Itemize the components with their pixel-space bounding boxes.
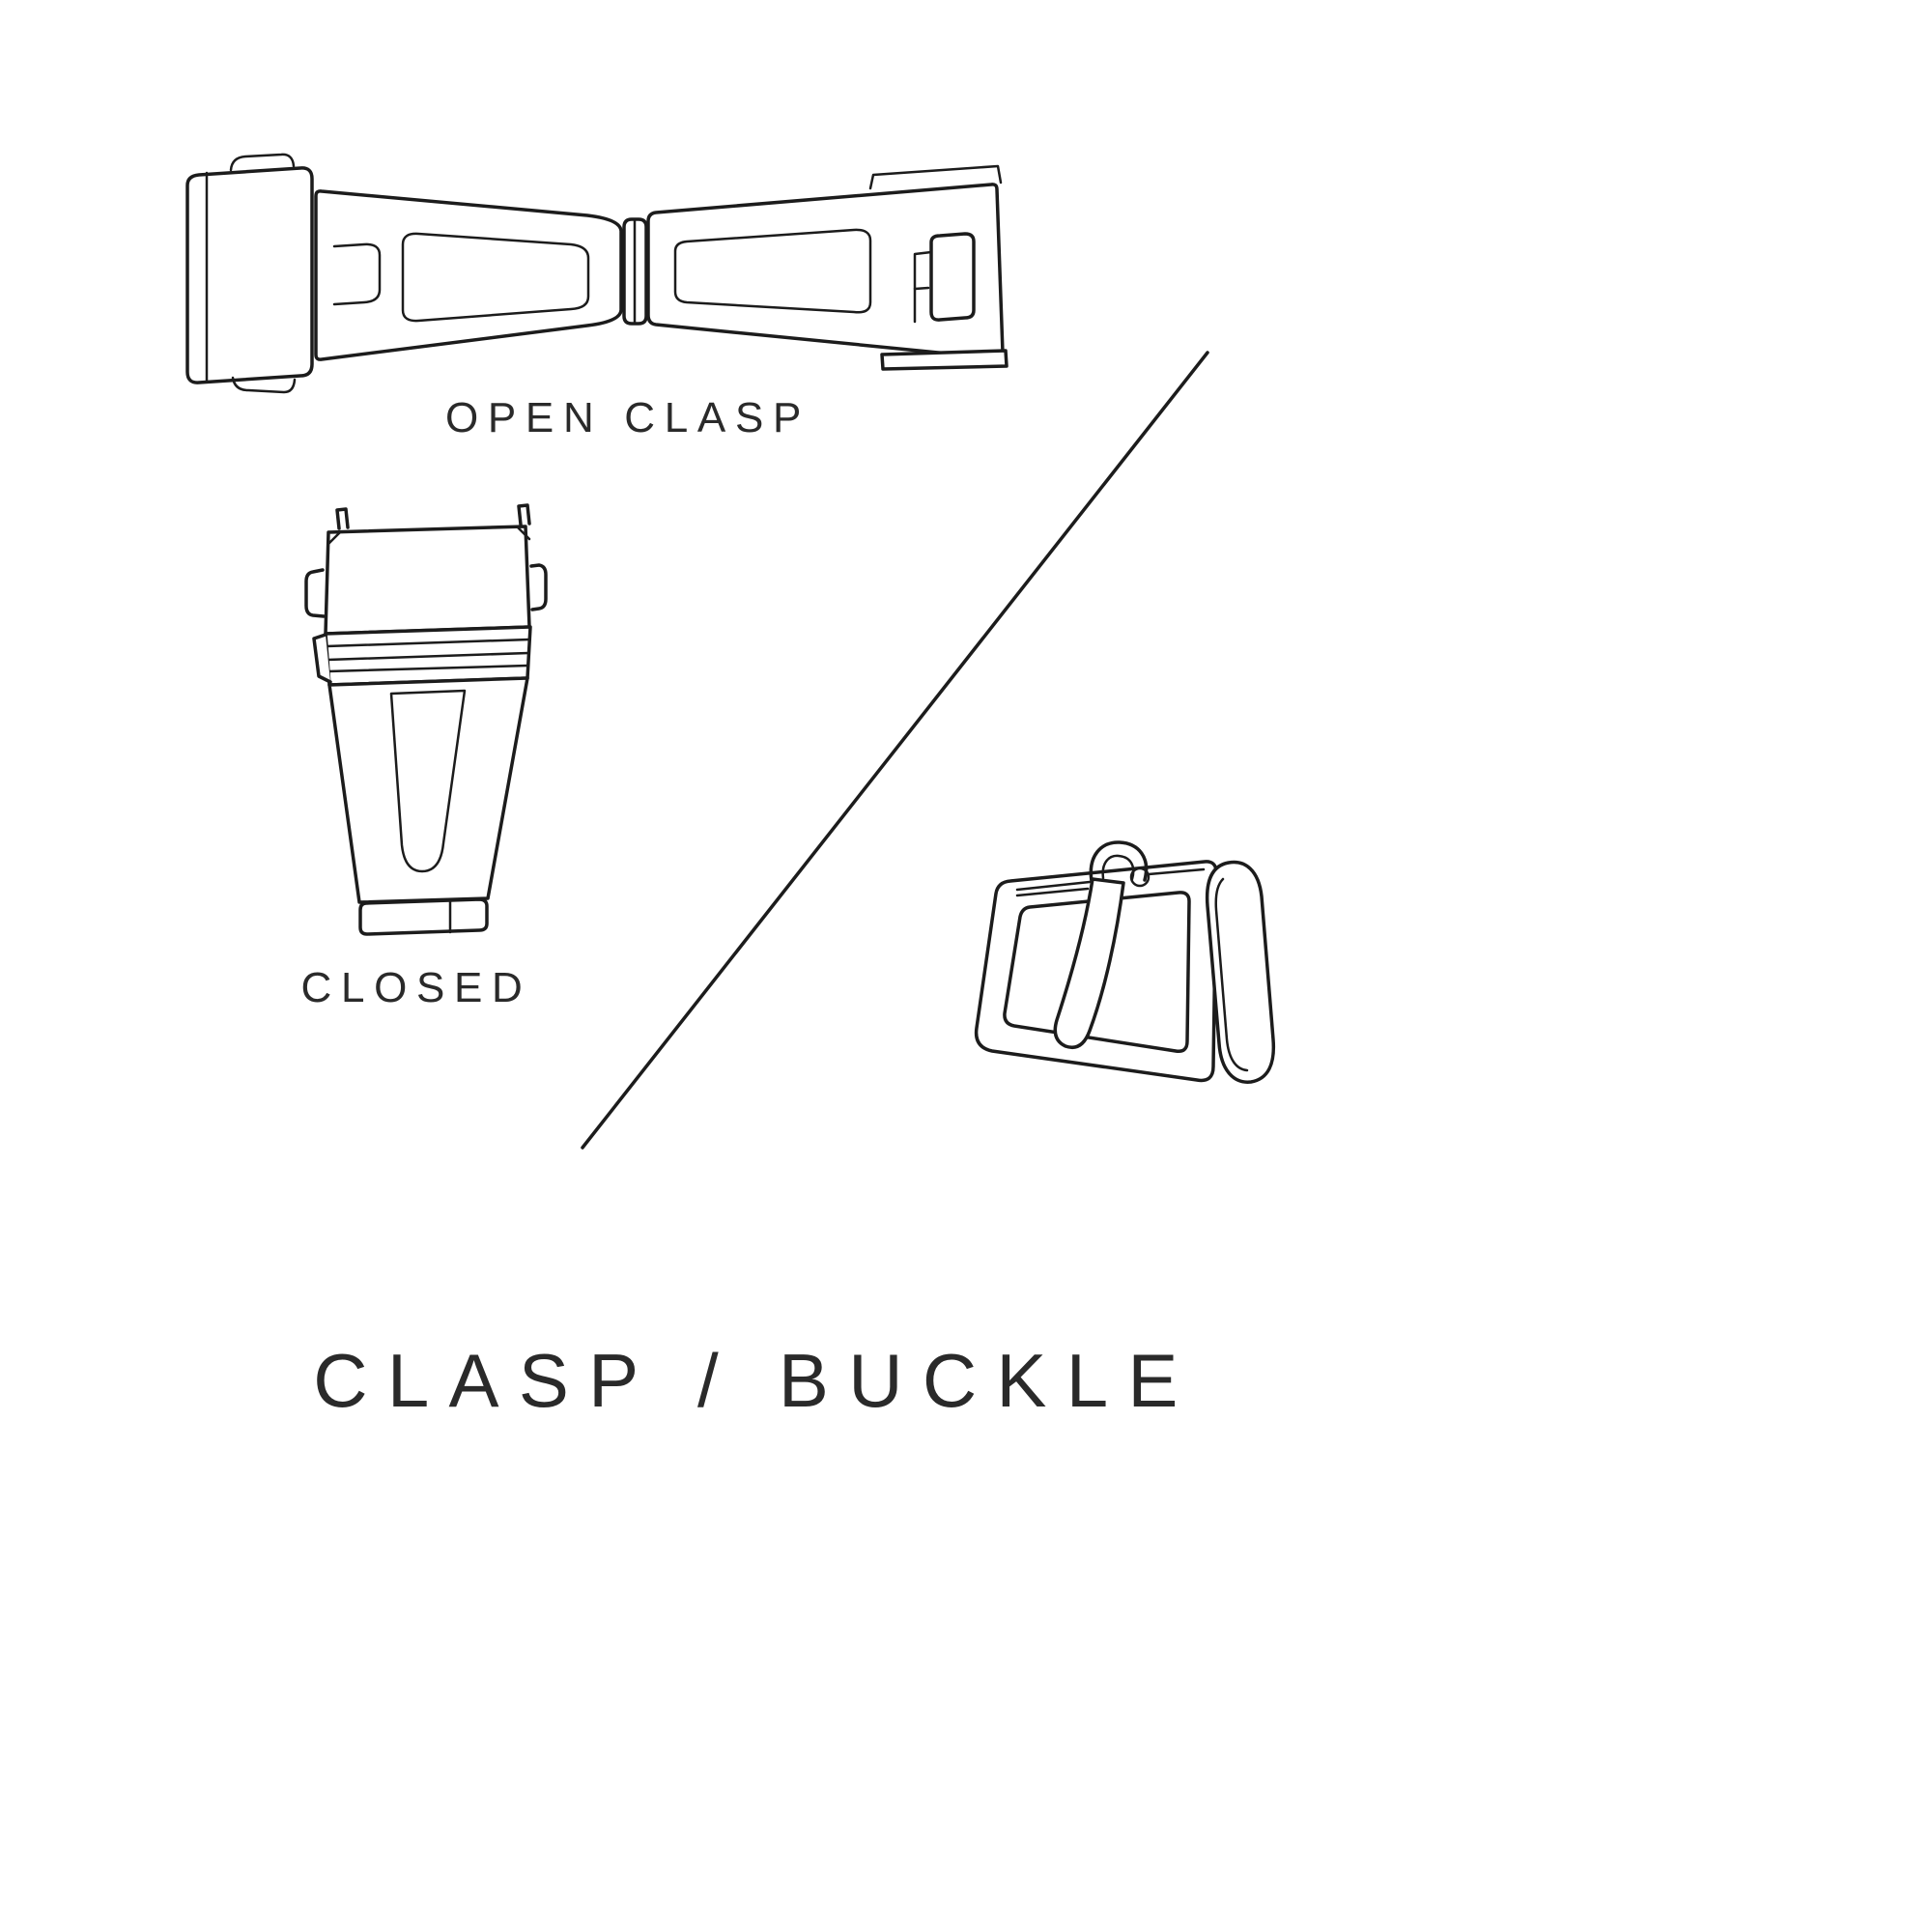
- open-clasp-label: OPEN CLASP: [444, 394, 810, 441]
- divider-line: [581, 351, 1209, 1150]
- open-clasp-illustration: [185, 153, 1009, 394]
- page-title: CLASP / BUCKLE: [313, 1338, 1198, 1423]
- closed-clasp-illustration: [304, 503, 548, 936]
- closed-label: CLOSED: [300, 964, 532, 1011]
- tang-buckle-illustration: [974, 840, 1276, 1084]
